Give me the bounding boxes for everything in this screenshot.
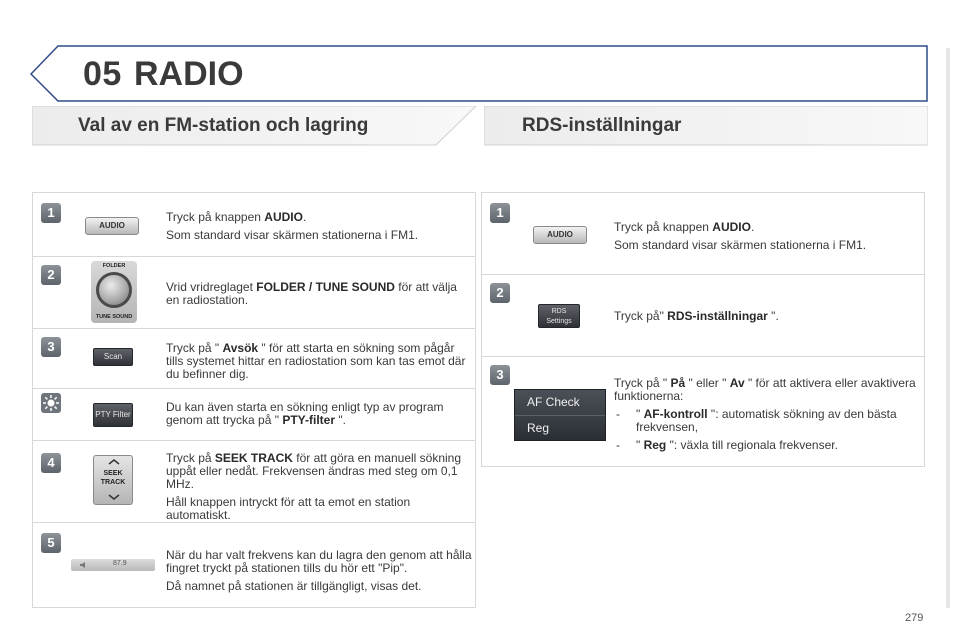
step-text: Vrid vridreglaget FOLDER / TUNE SOUND fö…: [166, 281, 466, 312]
track-label: TRACK: [100, 479, 126, 486]
step-badge: 5: [41, 533, 61, 553]
step-text: Tryck på SEEK TRACK för att göra en manu…: [166, 452, 472, 527]
preset-station-image: 87.9: [71, 559, 155, 571]
step-badge: 4: [41, 453, 61, 473]
right-steps-panel: 1 AUDIO Tryck på knappen AUDIO. Som stan…: [481, 192, 925, 467]
step-paragraph: Som standard visar skärmen stationerna i…: [166, 228, 419, 242]
step-text: Tryck på" RDS-inställningar ".: [614, 310, 914, 328]
af-check-reg-image: AF Check Reg: [514, 389, 606, 441]
chapter-number: 05: [83, 55, 122, 93]
step-paragraph: Vrid vridreglaget FOLDER / TUNE SOUND fö…: [166, 280, 457, 307]
reg-option: Reg: [527, 421, 550, 435]
step-intro: Tryck på " På " eller " Av " för att akt…: [614, 376, 916, 403]
audio-button-image: AUDIO: [533, 226, 587, 244]
pty-filter-button-image: PTY Filter: [93, 403, 133, 427]
knob-dial-icon: [96, 272, 132, 308]
step-text: När du har valt frekvens kan du lagra de…: [166, 549, 472, 598]
step-paragraph: Som standard visar skärmen stationerna i…: [614, 238, 867, 252]
step-paragraph: Tryck på knappen AUDIO.: [614, 220, 755, 234]
right-section-title: RDS-inställningar: [522, 115, 682, 136]
step-text: Tryck på " På " eller " Av " för att akt…: [614, 377, 920, 452]
sun-icon: [41, 393, 61, 413]
step-text: Tryck på " Avsök " för att starta en sök…: [166, 342, 472, 386]
speaker-icon: [80, 562, 85, 568]
left-step-1: 1 AUDIO Tryck på knappen AUDIO. Som stan…: [33, 193, 475, 257]
right-step-2: 2 RDS Settings Tryck på" RDS-inställning…: [482, 275, 924, 357]
page-edge-strip: [946, 48, 950, 608]
bullet-item: - " Reg ": växla till regionala frekvens…: [616, 438, 838, 452]
seek-track-button-image: SEEK TRACK: [93, 455, 133, 505]
step-text: Tryck på knappen AUDIO. Som standard vis…: [614, 221, 914, 257]
left-step-2: 2 FOLDER TUNE SOUND Vrid vridreglaget FO…: [33, 257, 475, 329]
option-divider: [515, 415, 605, 416]
step-paragraph: När du har valt frekvens kan du lagra de…: [166, 548, 472, 575]
header-frame: [30, 45, 928, 102]
bullet-item: - " AF-kontroll ": automatisk sökning av…: [616, 407, 897, 434]
step-paragraph: Då namnet på stationen är tillgängligt, …: [166, 579, 422, 593]
left-step-3: 3 Scan Tryck på " Avsök " för att starta…: [33, 329, 475, 389]
step-paragraph: Håll knappen intryckt för att ta emot en…: [166, 495, 411, 522]
right-step-1: 1 AUDIO Tryck på knappen AUDIO. Som stan…: [482, 193, 924, 275]
step-badge: 1: [490, 203, 510, 223]
step-badge: 2: [490, 283, 510, 303]
knob-top-label: FOLDER: [102, 263, 126, 269]
step-badge: 2: [41, 265, 61, 285]
chevron-up-icon: [108, 459, 120, 465]
scan-button-image: Scan: [93, 348, 133, 366]
preset-frequency: 87.9: [113, 560, 127, 567]
chapter-title: RADIO: [134, 55, 244, 93]
step-text: Du kan även starta en sökning enligt typ…: [166, 401, 472, 432]
left-section-banner: Val av en FM-station och lagring: [32, 106, 476, 146]
right-banner-shape: [484, 106, 928, 146]
right-section-banner: RDS-inställningar: [484, 106, 928, 146]
af-check-option: AF Check: [527, 395, 580, 409]
chevron-down-icon: [108, 494, 120, 500]
left-step-5: 5 87.9 När du har valt frekvens kan du l…: [33, 523, 475, 609]
left-banner-shape: [32, 106, 476, 146]
left-section-title: Val av en FM-station och lagring: [78, 115, 369, 136]
step-badge: 3: [41, 337, 61, 357]
step-text: Tryck på knappen AUDIO. Som standard vis…: [166, 211, 466, 247]
left-step-tip: PTY Filter Du kan även starta en sökning…: [33, 389, 475, 441]
step-paragraph: Tryck på " Avsök " för att starta en sök…: [166, 341, 466, 381]
step-badge: 3: [490, 365, 510, 385]
step-paragraph: Tryck på knappen AUDIO.: [166, 210, 307, 224]
rds-settings-button-image: RDS Settings: [538, 304, 580, 328]
audio-button-image: AUDIO: [85, 217, 139, 235]
step-badge: 1: [41, 203, 61, 223]
step-paragraph: Tryck på SEEK TRACK för att göra en manu…: [166, 451, 462, 491]
page-number: 279: [905, 612, 924, 624]
step-paragraph: Du kan även starta en sökning enligt typ…: [166, 400, 444, 427]
right-step-3: 3 AF Check Reg Tryck på " På " eller " A…: [482, 357, 924, 468]
knob-bottom-label: TUNE SOUND: [95, 314, 133, 320]
folder-tune-knob-image: FOLDER TUNE SOUND: [91, 261, 137, 323]
seek-label: SEEK: [103, 470, 123, 477]
left-step-4: 4 SEEK TRACK Tryck på SEEK TRACK för att…: [33, 441, 475, 523]
step-paragraph: Tryck på" RDS-inställningar ".: [614, 309, 779, 323]
chapter-header: 05 RADIO: [30, 45, 928, 103]
left-steps-panel: 1 AUDIO Tryck på knappen AUDIO. Som stan…: [32, 192, 476, 608]
